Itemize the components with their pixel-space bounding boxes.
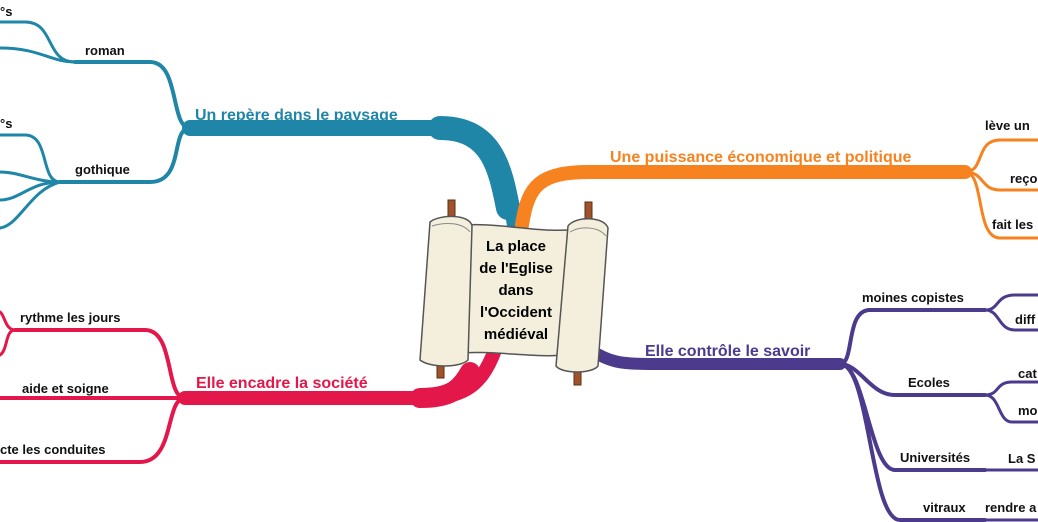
svg-text:La place: La place bbox=[486, 238, 546, 255]
branch-societe-label: Elle encadre la société bbox=[196, 375, 368, 392]
branch-puissance-trunk bbox=[515, 165, 972, 232]
center-title-line-5: médiéval bbox=[484, 326, 548, 343]
branch-paysage: Un repère dans le paysage roman gothique… bbox=[0, 4, 523, 233]
node-universites: Universités bbox=[900, 450, 970, 465]
svg-text:l'Occident: l'Occident bbox=[480, 304, 552, 321]
svg-text:dans: dans bbox=[498, 282, 533, 299]
fragment-2: °s bbox=[0, 116, 12, 131]
node-rythme: rythme les jours bbox=[20, 310, 120, 325]
scroll-right-roll bbox=[555, 218, 609, 373]
node-moines: moines copistes bbox=[862, 290, 964, 305]
node-rendre: rendre a bbox=[985, 500, 1037, 515]
node-ecoles: Ecoles bbox=[908, 375, 950, 390]
node-conduites: cte les conduites bbox=[0, 442, 105, 457]
node-fait-les: fait les bbox=[992, 217, 1033, 232]
branch-savoir-label: Elle contrôle le savoir bbox=[645, 343, 810, 360]
branch-puissance: Une puissance économique et politique lè… bbox=[515, 118, 1038, 240]
center-title-line-3: dans bbox=[498, 282, 533, 299]
node-diff: diff bbox=[1015, 312, 1036, 327]
center-title-line-1: La place bbox=[486, 238, 546, 255]
node-la-s: La S bbox=[1008, 451, 1036, 466]
node-cat: cat bbox=[1018, 366, 1037, 381]
central-scroll: La place de l'Eglise dans l'Occident méd… bbox=[419, 199, 609, 386]
node-aide: aide et soigne bbox=[22, 381, 109, 396]
node-mo: mo bbox=[1018, 403, 1038, 418]
node-gothique: gothique bbox=[75, 162, 130, 177]
branch-puissance-label: Une puissance économique et politique bbox=[610, 149, 911, 166]
branch-savoir: Elle contrôle le savoir moines copistes … bbox=[584, 290, 1038, 522]
fragment-1: °s bbox=[0, 4, 12, 19]
node-leve-un: lève un bbox=[985, 118, 1030, 133]
branch-paysage-label: Un repère dans le paysage bbox=[195, 107, 398, 124]
branch-societe: Elle encadre la société rythme les jours… bbox=[0, 310, 502, 464]
svg-text:médiéval: médiéval bbox=[484, 326, 548, 343]
branch-roman-link bbox=[73, 60, 192, 130]
node-roman: roman bbox=[85, 43, 125, 58]
branch-gothique-link bbox=[58, 126, 192, 184]
node-reco: reço bbox=[1010, 171, 1038, 186]
center-title-line-2: de l'Eglise bbox=[479, 260, 553, 277]
svg-text:de l'Eglise: de l'Eglise bbox=[479, 260, 553, 277]
center-title-line-4: l'Occident bbox=[480, 304, 552, 321]
scroll-left-roll bbox=[419, 215, 473, 367]
node-vitraux: vitraux bbox=[923, 500, 966, 515]
